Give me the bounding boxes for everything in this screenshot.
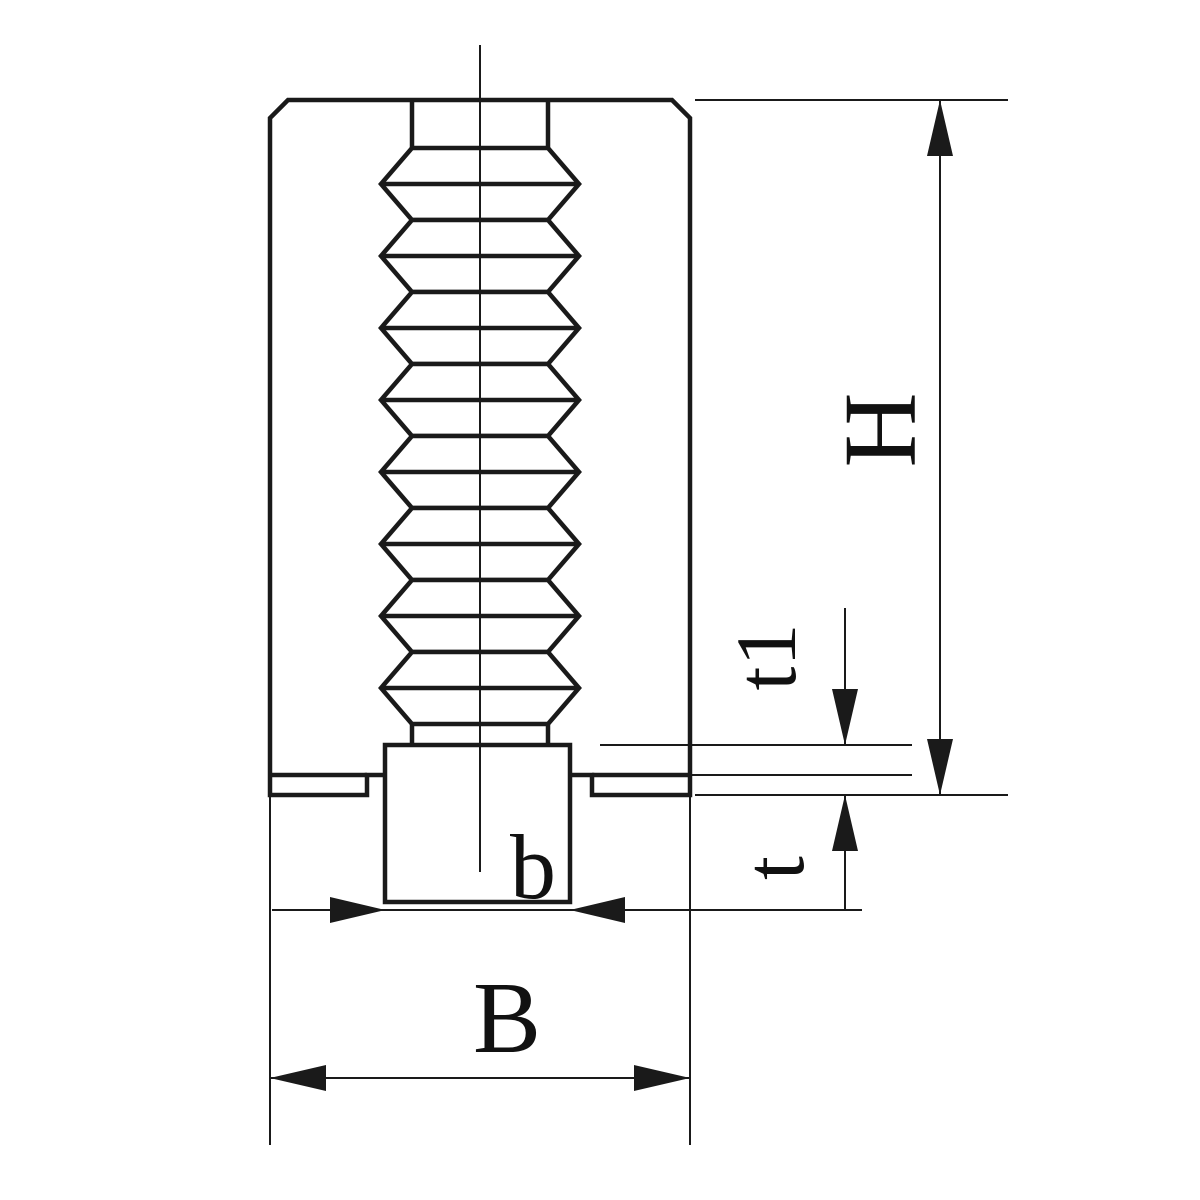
dimension-t: t bbox=[726, 795, 858, 910]
label-H: H bbox=[823, 392, 938, 467]
B-arrow-right bbox=[634, 1065, 690, 1091]
dimension-B: B bbox=[269, 795, 691, 1145]
dimension-H: H bbox=[695, 99, 1008, 796]
h-arrow-down bbox=[927, 739, 953, 795]
B-arrow-left bbox=[270, 1065, 326, 1091]
t-arrow-up bbox=[832, 795, 858, 851]
h-arrow-up bbox=[927, 100, 953, 156]
dimension-t1: t1 bbox=[600, 608, 912, 776]
dimension-b: b bbox=[272, 816, 862, 923]
b-arrow-right bbox=[330, 897, 385, 923]
b-arrow-left bbox=[570, 897, 625, 923]
t1-arrow-down bbox=[832, 689, 858, 745]
label-t: t bbox=[726, 856, 822, 880]
guide-tongue bbox=[382, 742, 573, 905]
label-B: B bbox=[473, 962, 541, 1075]
label-t1: t1 bbox=[718, 624, 814, 691]
label-b: b bbox=[510, 816, 556, 918]
